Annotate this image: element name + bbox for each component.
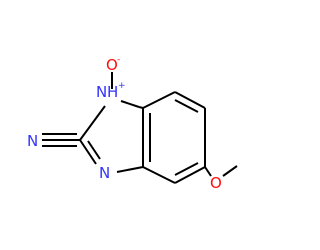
bond-n3-c3a [116, 166, 144, 173]
bond-n1-c7a [120, 100, 140, 108]
imidazole-ring [79, 100, 144, 173]
bond-c7-c6 [174, 91, 206, 109]
bond-c2-n1 [79, 105, 106, 141]
bond-c2-n3-double [87, 140, 101, 160]
bond-c5-o [204, 166, 212, 177]
atom-n3: N [99, 164, 110, 182]
bond-c2-n3 [79, 139, 97, 165]
bond-c5-c4-inner [174, 162, 199, 176]
atom-methoxy-oxygen: O [210, 174, 222, 192]
atom-n1-charge: + [118, 81, 126, 91]
bond-c7a-segment [138, 106, 144, 109]
nitrile-group [42, 133, 80, 147]
benzene-ring [142, 91, 206, 184]
atom-nitrile-n: N [27, 132, 38, 150]
structure-canvas: N N H + O - N O [27, 55, 238, 192]
bond-c4-c3a [142, 166, 176, 184]
bond-c5-c4 [174, 166, 206, 184]
atom-n1: N [96, 83, 107, 101]
bond-o-ch3 [222, 165, 238, 177]
atom-n1-hydrogen: H [107, 83, 118, 101]
methoxy-group [204, 165, 238, 177]
bond-c7-c6-inner [174, 99, 199, 113]
atom-oxygen-charge: - [117, 55, 120, 65]
atom-oxygen-n-oxide: O [106, 56, 118, 74]
molecule-drawing: N N H + O - N O [27, 55, 238, 192]
bond-c7a-c7 [142, 91, 176, 109]
